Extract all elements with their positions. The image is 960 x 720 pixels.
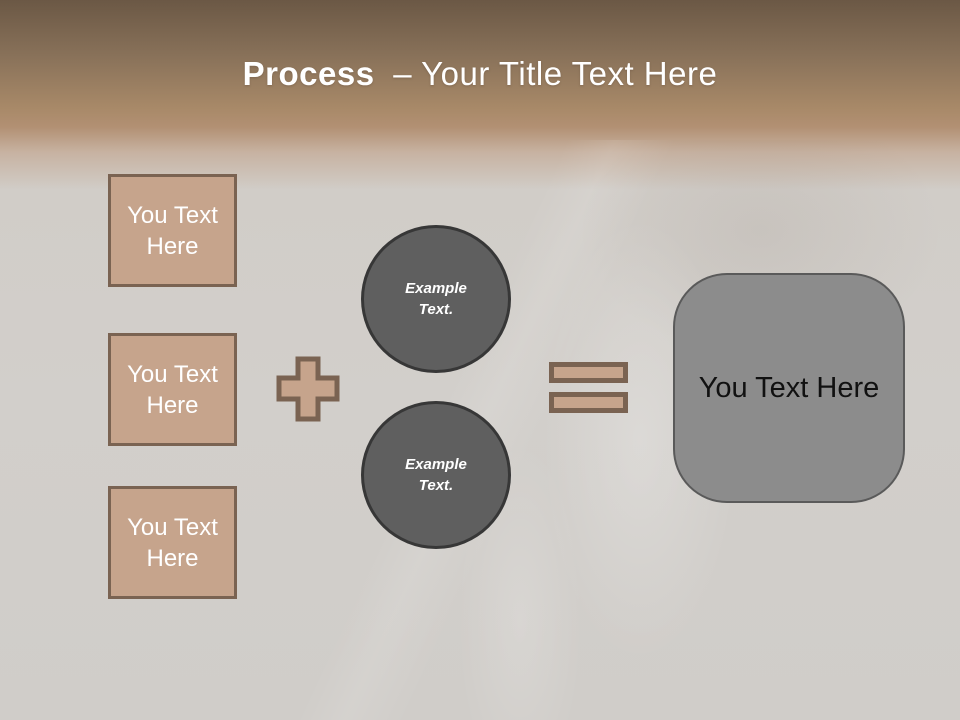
- title-rest-text: – Your Title Text Here: [393, 55, 718, 92]
- slide-title[interactable]: Process – Your Title Text Here: [0, 54, 960, 94]
- input-box-1-label: You Text Here: [127, 201, 218, 260]
- title-bold-text: Process: [242, 55, 375, 92]
- input-box-3-label: You Text Here: [127, 513, 218, 572]
- example-circle-2-label: Example Text.: [405, 456, 467, 494]
- equals-icon[interactable]: [549, 362, 628, 413]
- equals-bottom-bar: [549, 392, 628, 413]
- equals-top-bar: [549, 362, 628, 383]
- input-box-3[interactable]: You Text Here: [108, 486, 237, 599]
- result-box[interactable]: You Text Here: [673, 273, 905, 503]
- example-circle-1-label: Example Text.: [405, 280, 467, 318]
- plus-icon[interactable]: [276, 356, 340, 422]
- input-box-2-label: You Text Here: [127, 360, 218, 419]
- example-circle-1[interactable]: Example Text.: [361, 225, 511, 373]
- input-box-2[interactable]: You Text Here: [108, 333, 237, 446]
- input-box-1[interactable]: You Text Here: [108, 174, 237, 287]
- example-circle-2[interactable]: Example Text.: [361, 401, 511, 549]
- result-box-label: You Text Here: [698, 371, 880, 404]
